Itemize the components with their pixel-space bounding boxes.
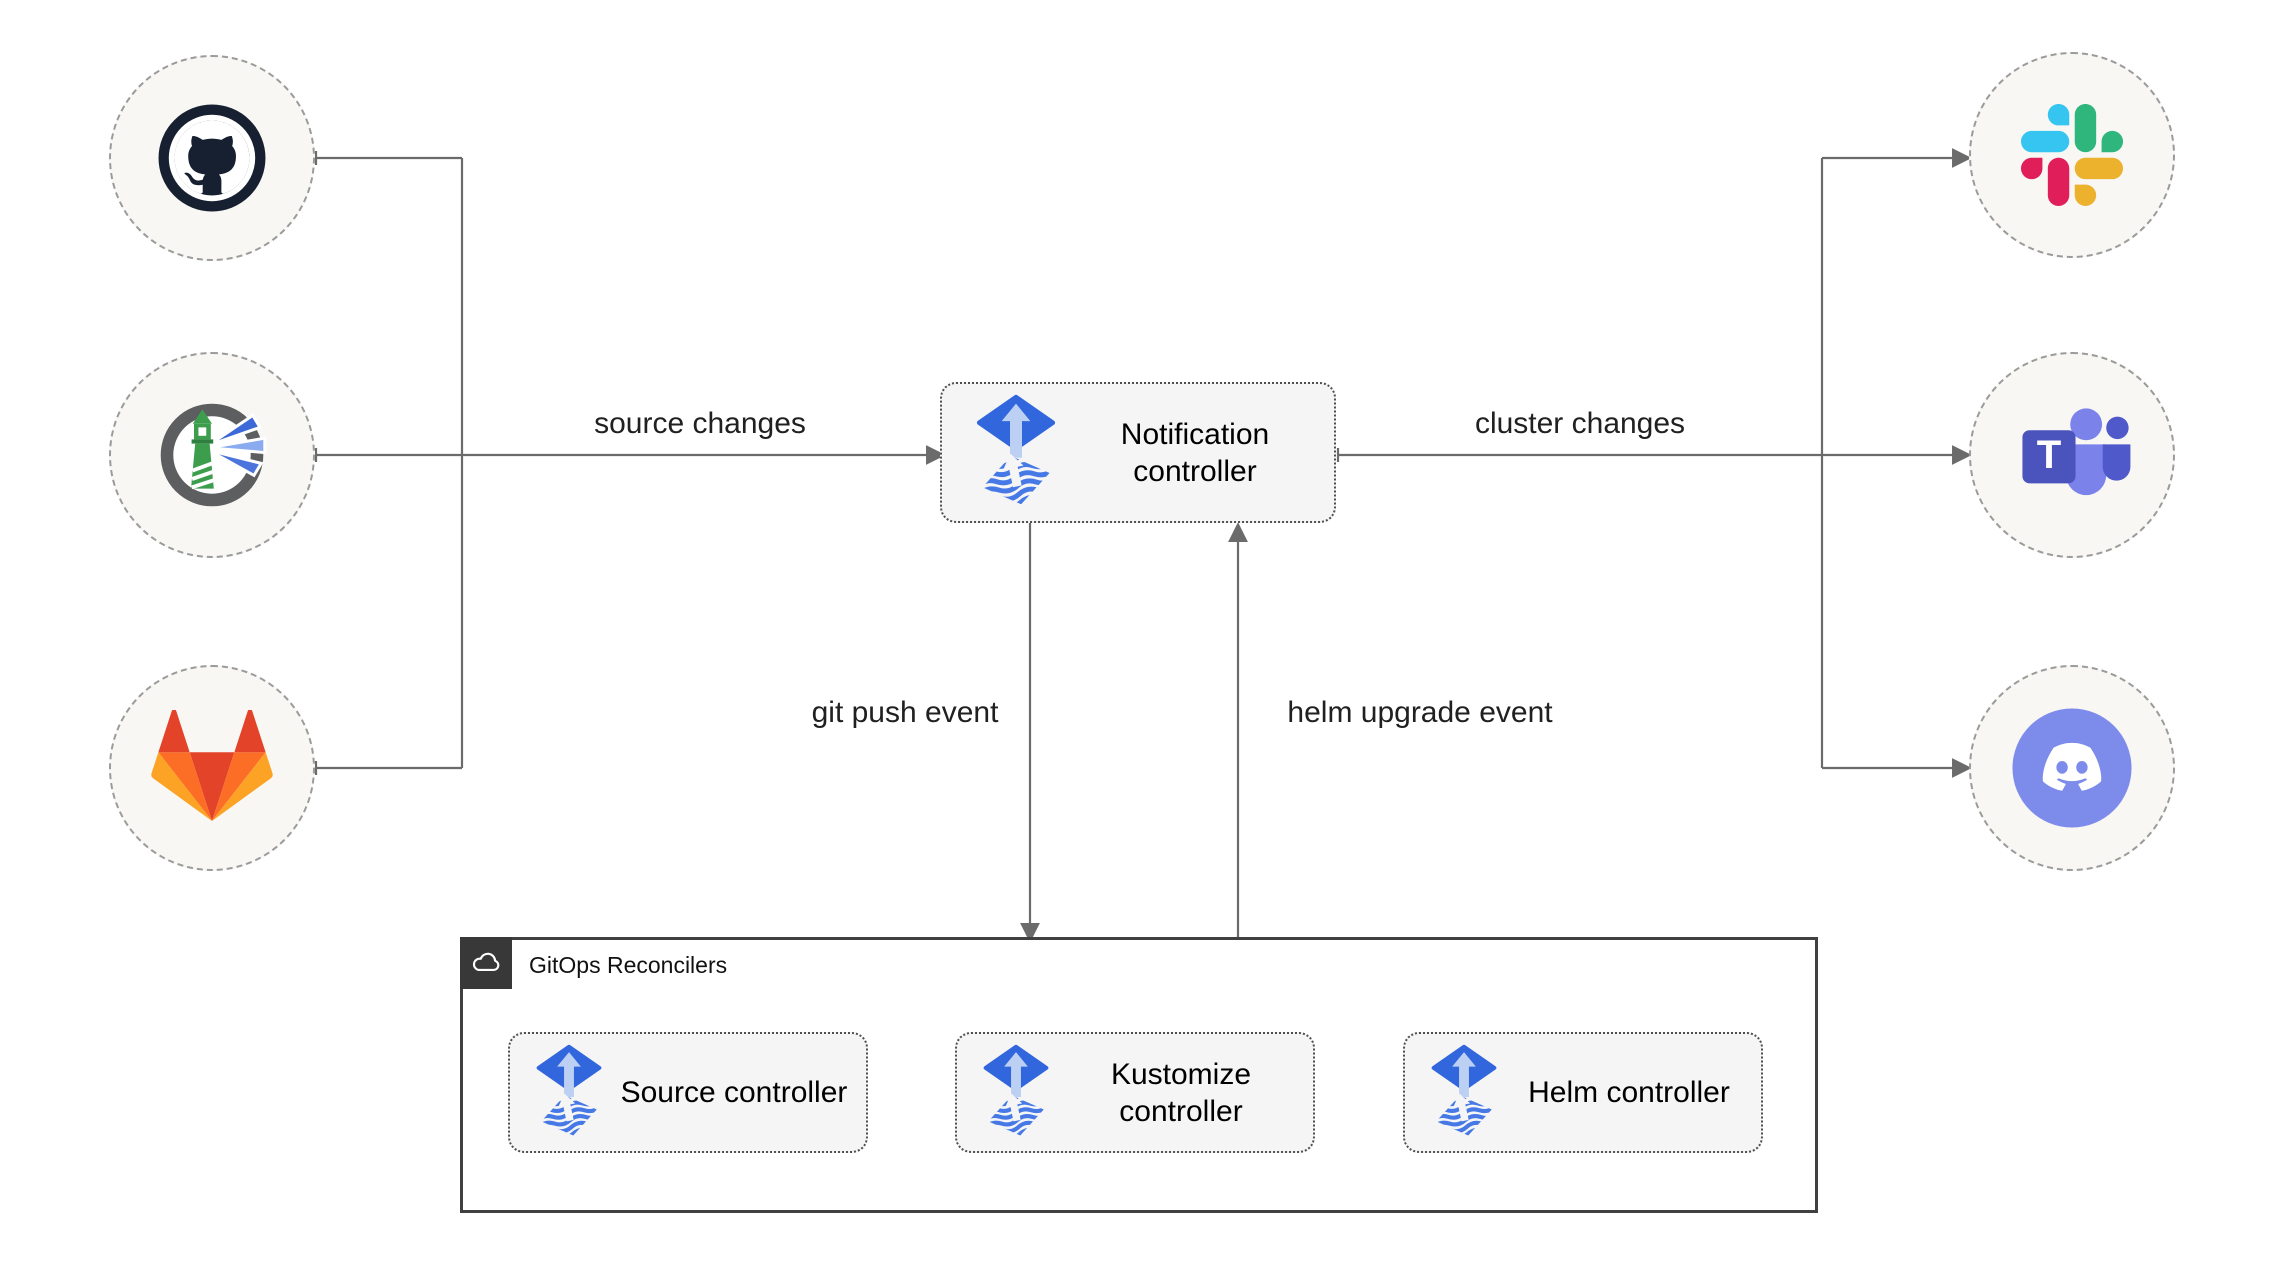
- github-icon: [158, 104, 266, 212]
- teams-letter: T: [2037, 432, 2062, 477]
- node-teams: T: [1969, 352, 2175, 558]
- cloud-badge: [460, 937, 512, 989]
- node-source-controller: Source controller: [508, 1032, 868, 1153]
- node-github: [109, 55, 315, 261]
- flux-icon: [536, 1044, 602, 1142]
- edge-label-source-changes: source changes: [588, 407, 812, 441]
- node-notification-controller: Notification controller: [940, 382, 1336, 523]
- harbor-icon: [160, 403, 267, 507]
- slack-icon: [2021, 104, 2123, 206]
- notification-controller-label: Notification controller: [1120, 417, 1270, 488]
- flux-icon: [983, 1044, 1049, 1142]
- kustomize-controller-label: Kustomize controller: [1110, 1057, 1252, 1128]
- flux-icon: [976, 394, 1056, 512]
- source-controller-label: Source controller: [620, 1076, 848, 1109]
- node-helm-controller: Helm controller: [1403, 1032, 1763, 1153]
- edge-label-git-push-event: git push event: [805, 696, 1005, 730]
- gitlab-icon: [151, 710, 273, 822]
- edge-label-helm-upgrade-event: helm upgrade event: [1281, 696, 1559, 730]
- node-gitlab: [109, 665, 315, 871]
- flux-icon: [1431, 1044, 1497, 1142]
- node-discord: [1969, 665, 2175, 871]
- node-slack: [1969, 52, 2175, 258]
- node-harbor: [109, 352, 315, 558]
- container-title: GitOps Reconcilers: [529, 952, 728, 978]
- teams-icon: T: [2022, 408, 2131, 496]
- discord-icon: [2012, 708, 2132, 828]
- edge-label-cluster-changes: cluster changes: [1468, 407, 1692, 441]
- node-kustomize-controller: Kustomize controller: [955, 1032, 1315, 1153]
- helm-controller-label: Helm controller: [1528, 1076, 1730, 1109]
- cloud-icon: [472, 952, 500, 972]
